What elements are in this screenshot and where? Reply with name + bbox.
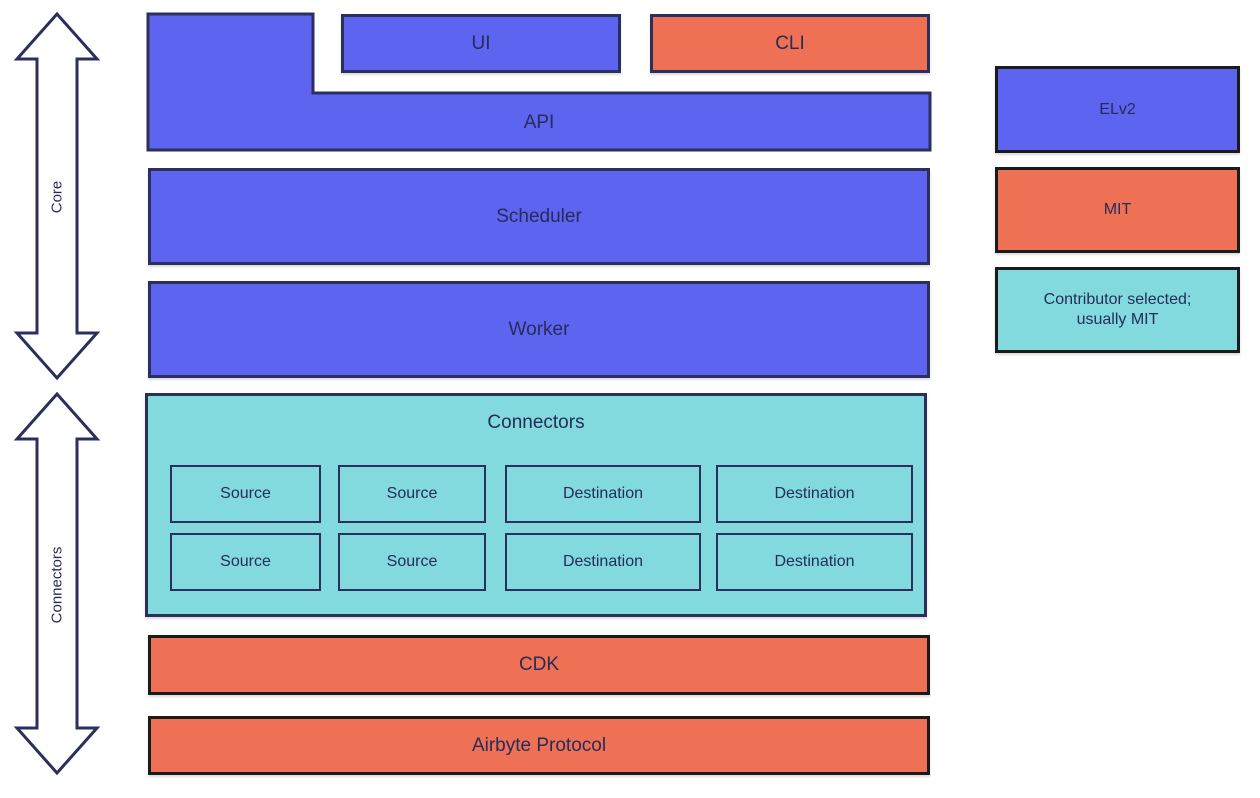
core-double-arrow-icon: [13, 11, 101, 381]
connector-cell-destination: Destination: [505, 533, 701, 591]
cli-block-label: CLI: [775, 32, 805, 54]
api-block-label: API: [523, 111, 555, 133]
legend-item-label: Contributor selected; usually MIT: [1043, 291, 1192, 328]
legend-item-mit: MIT: [995, 167, 1240, 253]
core-arrow-label: Core: [48, 180, 66, 214]
api-block-shape: [146, 12, 932, 152]
connector-cell-label: Destination: [774, 553, 855, 570]
connector-cell-source: Source: [170, 533, 321, 591]
legend-item-contributor: Contributor selected; usually MIT: [995, 267, 1240, 353]
connector-cell-destination: Destination: [716, 465, 913, 523]
connector-cell-label: Destination: [774, 485, 855, 502]
connector-cell-source: Source: [338, 533, 486, 591]
cdk-block: CDK: [148, 635, 930, 695]
connector-cell-label: Source: [386, 485, 438, 502]
connector-cell-label: Destination: [562, 485, 644, 502]
connectors-arrow-label: Connectors: [48, 546, 66, 624]
connectors-group-block: Connectors Source Source Destination Des…: [145, 393, 927, 617]
worker-block: Worker: [148, 281, 930, 378]
connector-cell-source: Source: [338, 465, 486, 523]
connector-cell-destination: Destination: [505, 465, 701, 523]
legend-item-label: MIT: [1103, 201, 1132, 218]
connector-cell-label: Source: [220, 553, 271, 570]
connector-cell-destination: Destination: [716, 533, 913, 591]
connector-cell-label: Source: [220, 485, 271, 502]
ui-block-label: UI: [471, 32, 491, 54]
cdk-block-label: CDK: [518, 654, 560, 675]
connectors-double-arrow-icon: [13, 391, 101, 776]
legend-item-elv2: ELv2: [995, 66, 1240, 153]
connector-cell-label: Source: [386, 553, 438, 570]
scheduler-block-label: Scheduler: [496, 205, 582, 227]
connectors-group-title: Connectors: [487, 412, 585, 433]
ui-block: UI: [341, 14, 621, 73]
scheduler-block: Scheduler: [148, 168, 930, 265]
airbyte-protocol-block-label: Airbyte Protocol: [471, 734, 607, 756]
connector-cell-label: Destination: [562, 553, 644, 570]
legend-item-label: ELv2: [1099, 100, 1136, 118]
cli-block: CLI: [650, 14, 930, 73]
airbyte-protocol-block: Airbyte Protocol: [148, 716, 930, 775]
connector-cell-source: Source: [170, 465, 321, 523]
worker-block-label: Worker: [508, 318, 570, 340]
